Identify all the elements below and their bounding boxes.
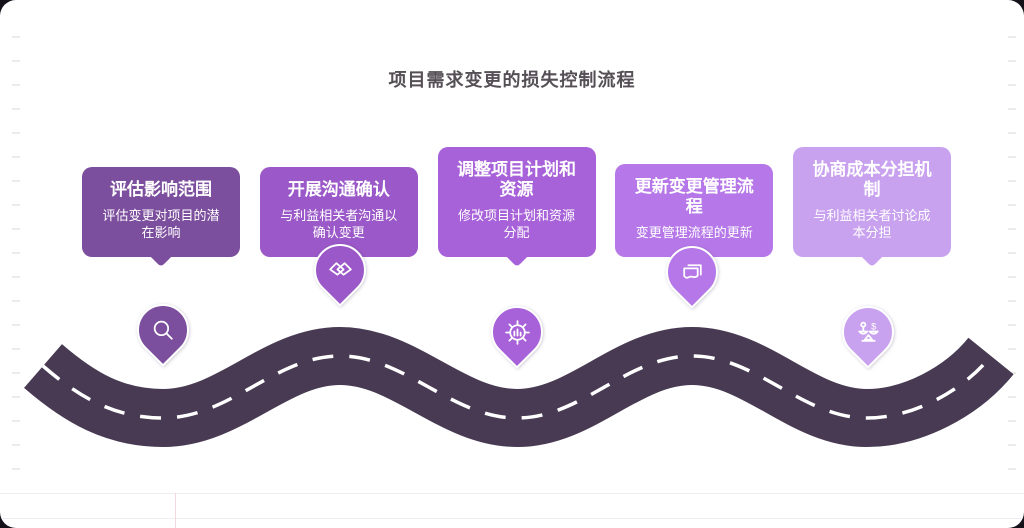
step-description: 评估变更对项目的潜在影响 xyxy=(102,208,220,241)
faint-grid-line xyxy=(0,518,1024,519)
step-description: 与利益相关者沟通以确认变更 xyxy=(280,208,398,241)
milestone-pin-5: $ xyxy=(831,295,905,369)
step-card-5: 协商成本分担机制 与利益相关者讨论成本分担 xyxy=(793,147,951,268)
documents-icon xyxy=(668,248,716,296)
milestone-pin-3 xyxy=(480,295,554,369)
svg-text:$: $ xyxy=(871,321,877,331)
step-title: 更新变更管理流程 xyxy=(634,177,754,217)
step-title: 开展沟通确认 xyxy=(287,180,390,200)
right-ruler-ticks xyxy=(1008,36,1016,488)
left-ruler-ticks xyxy=(12,36,20,488)
faint-grid-line xyxy=(0,493,1024,494)
step-description: 修改项目计划和资源分配 xyxy=(457,208,575,241)
milestone-pin-2 xyxy=(303,233,377,307)
milestone-pin-4 xyxy=(655,235,729,309)
milestone-pin-1 xyxy=(126,293,200,367)
step-title: 评估影响范围 xyxy=(110,180,212,200)
handshake-icon xyxy=(316,246,364,294)
step-description: 与利益相关者讨论成本分担 xyxy=(813,208,931,241)
step-title: 协商成本分担机制 xyxy=(812,160,932,200)
page-title: 项目需求变更的损失控制流程 xyxy=(388,70,636,90)
faint-grid-line xyxy=(175,493,176,528)
balance-scale-icon: $ xyxy=(844,308,892,356)
step-description: 变更管理流程的更新 xyxy=(635,225,753,241)
gear-icon xyxy=(493,308,541,356)
step-card-2: 开展沟通确认 与利益相关者沟通以确认变更 xyxy=(259,167,418,268)
road-center-dashes xyxy=(41,354,993,420)
search-icon xyxy=(139,306,187,354)
steps-row: 评估影响范围 评估变更对项目的潜在影响 开展沟通确认 与利益相关者沟通以确认变更… xyxy=(82,140,951,268)
step-card-4: 更新变更管理流程 变更管理流程的更新 xyxy=(615,164,774,268)
step-title: 调整项目计划和资源 xyxy=(457,160,576,200)
step-card-3: 调整项目计划和资源 修改项目计划和资源分配 xyxy=(437,147,596,268)
step-card-1: 评估影响范围 评估变更对项目的潜在影响 xyxy=(82,167,240,268)
